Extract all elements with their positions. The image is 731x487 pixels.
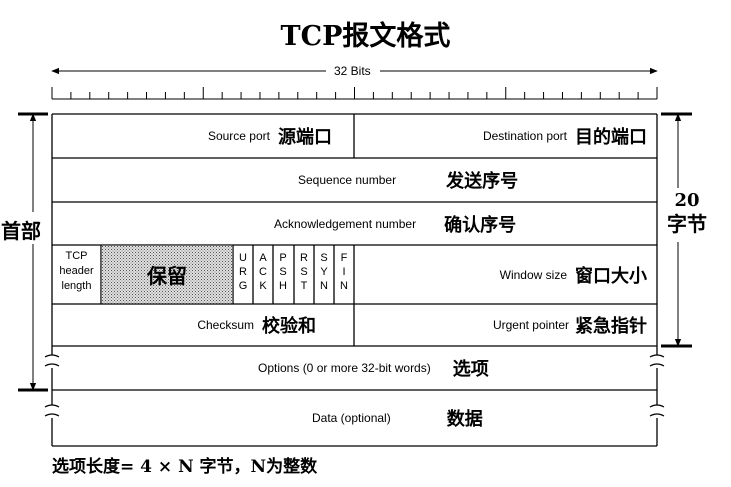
sequence-number-cn: 发送序号 [446, 171, 519, 192]
options-cn: 选项 [452, 359, 489, 380]
page-title: TCP报文格式 [280, 21, 451, 52]
source-port-label: Source port [207, 129, 270, 143]
ack-number-label: Acknowledgement number [274, 216, 417, 231]
flag-letter: G [238, 280, 248, 292]
data-cn: 数据 [446, 409, 483, 430]
data-label: Data (optional) [312, 411, 391, 425]
window-size-label: Window size [499, 267, 567, 282]
window-size-cn: 窗口大小 [575, 265, 647, 287]
urgent-pointer-cn: 紧急指针 [575, 316, 647, 337]
flag-letter: F [340, 252, 348, 264]
destination-port-cn: 目的端口 [575, 127, 647, 148]
urgent-pointer-field: Urgent pointer 紧急指针 [354, 304, 657, 346]
reserved-field: 保留 [101, 245, 233, 304]
flag-letter: C [259, 266, 267, 278]
data-field: Data (optional) 数据 [312, 390, 483, 446]
flag-letter: S [300, 266, 308, 278]
flag-letter: K [259, 280, 267, 292]
flag-letter: N [320, 280, 328, 292]
options-field: Options (0 or more 32-bit words) 选项 [258, 346, 489, 390]
flag-letter: S [279, 266, 287, 278]
header-length-line2: header [59, 265, 94, 277]
flag-letter: R [239, 266, 247, 278]
source-port-field: Source port 源端口 [52, 114, 354, 158]
bit-ruler [51, 87, 658, 100]
header-label: 首部 [1, 215, 41, 244]
checksum-field: Checksum 校验和 [52, 304, 354, 346]
sequence-number-label: Sequence number [298, 173, 397, 187]
flag-letter: P [279, 252, 287, 264]
reserved-fill [101, 245, 233, 304]
ack-number-cn: 确认序号 [444, 214, 517, 236]
checksum-cn: 校验和 [262, 316, 316, 337]
flag-letter: S [320, 252, 328, 264]
checksum-label: Checksum [197, 318, 254, 332]
flag-letter: A [259, 252, 267, 264]
options-label: Options (0 or more 32-bit words) [258, 361, 431, 375]
flag-letter: H [279, 280, 287, 292]
window-size-field: Window size 窗口大小 [354, 245, 657, 304]
sequence-number-field: Sequence number 发送序号 [298, 158, 518, 202]
footnote: 选项长度= 4 × N 字节，N为整数 [52, 457, 318, 477]
bits-label: 32 Bits [331, 64, 374, 78]
flag-letter: T [300, 280, 308, 292]
destination-port-field: Destination port 目的端口 [354, 114, 657, 158]
flag-letter: R [300, 252, 308, 264]
header-length-line3: length [61, 280, 92, 292]
ack-number-field: Acknowledgement number 确认序号 [274, 202, 516, 245]
urgent-pointer-label: Urgent pointer [492, 318, 569, 332]
header-size-number: 20 [674, 190, 700, 211]
source-port-cn: 源端口 [278, 127, 332, 148]
flag-letter: Y [320, 266, 328, 278]
flag-letter: I [342, 266, 346, 278]
destination-port-label: Destination port [482, 129, 567, 143]
header-size-unit: 字节 [667, 212, 707, 236]
flag-letter: N [340, 280, 348, 292]
header-size-label: 20 字节 [663, 190, 711, 236]
header-length-line1: TCP [65, 250, 88, 262]
header-length-field: TCP header length [52, 249, 101, 294]
flag-letter: U [239, 252, 247, 264]
reserved-label: 保留 [147, 264, 187, 288]
